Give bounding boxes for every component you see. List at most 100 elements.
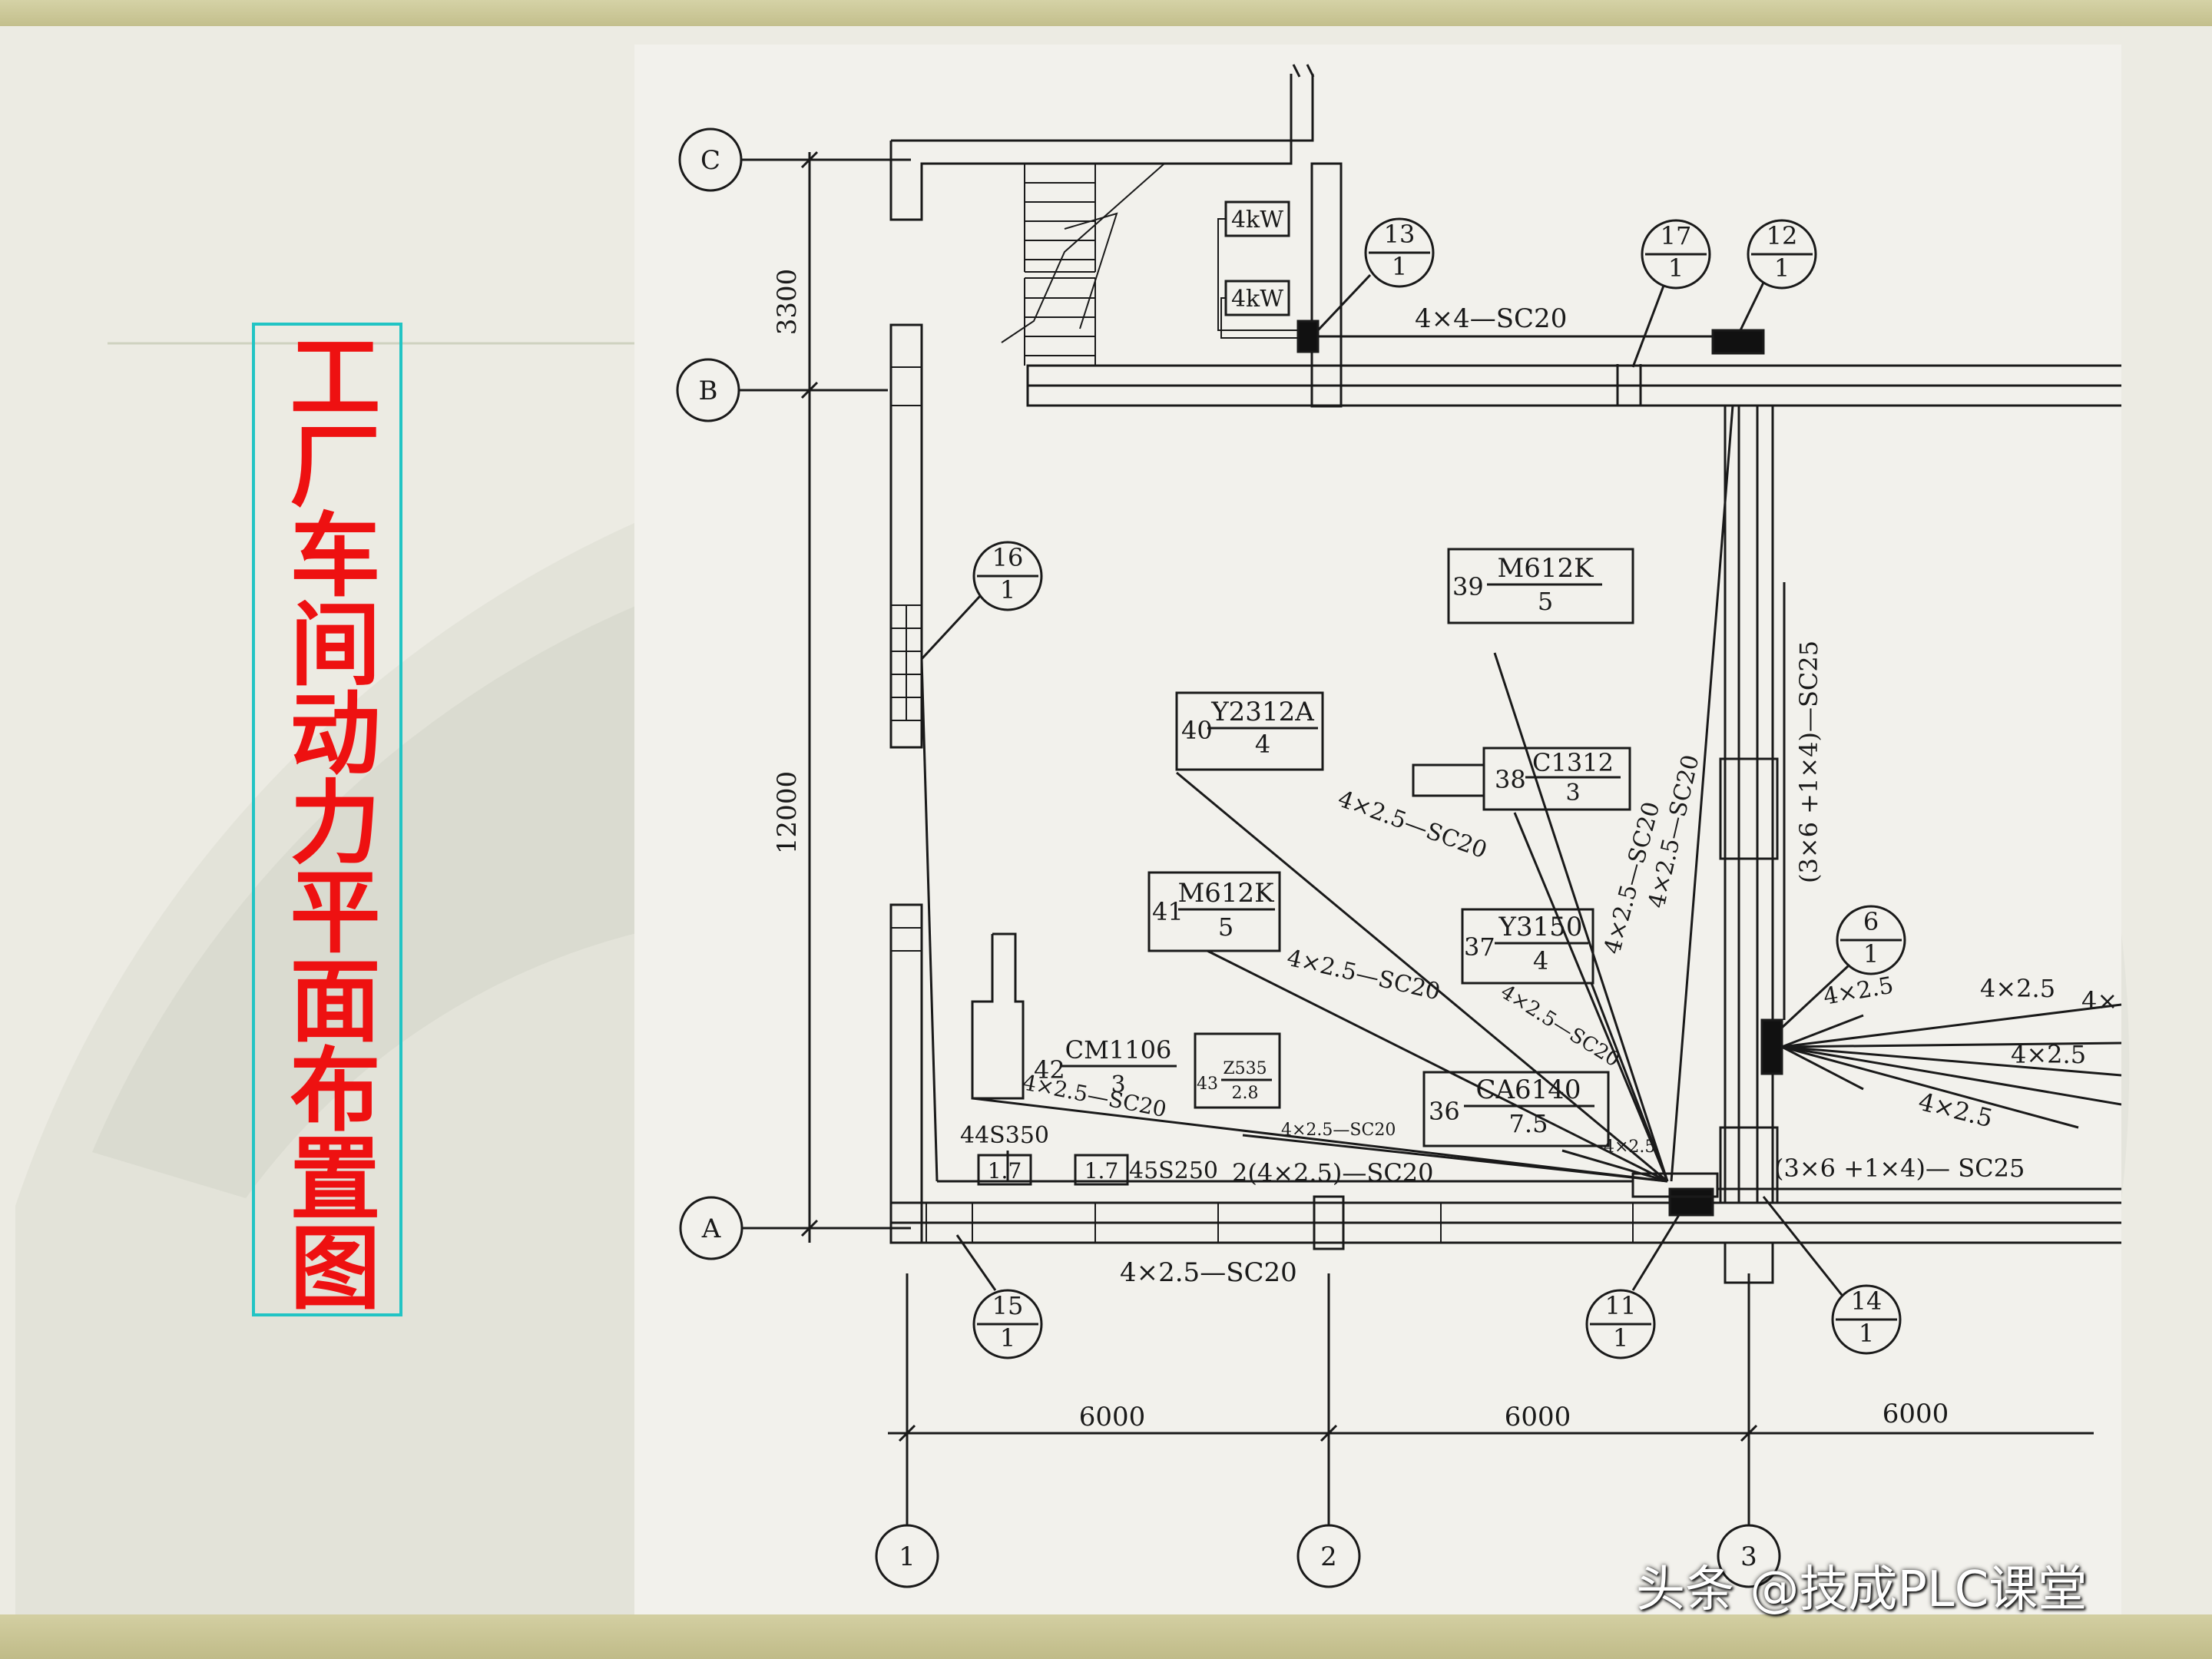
- svg-text:3: 3: [1565, 780, 1580, 806]
- dim-6000-a: 6000: [1079, 1402, 1146, 1432]
- cable-40: 4×2.5—SC20: [1334, 786, 1490, 865]
- machine-37: 37 Y3150 4: [1461, 908, 1594, 985]
- svg-text:4: 4: [1255, 730, 1270, 759]
- svg-text:38: 38: [1495, 765, 1526, 794]
- box-11-outline: [1631, 1172, 1719, 1198]
- drawing-panel: C B A 1 2 3 3300 12000 6000 6000: [634, 45, 2121, 1614]
- box-12-symbol: [1711, 329, 1765, 355]
- svg-text:3: 3: [1740, 1541, 1757, 1572]
- axis-b-bubble: B: [676, 358, 740, 422]
- cable-42: 4×2.5—SC20: [1021, 1069, 1169, 1122]
- building-walls: [889, 64, 2121, 1284]
- cable-top-feed: 4×4—SC20: [1415, 303, 1567, 334]
- axis-c-bubble: C: [678, 127, 743, 192]
- cable-right-sc25: (3×6 +1×4)— SC25: [1774, 1154, 2025, 1183]
- svg-text:2.8: 2.8: [1232, 1084, 1259, 1103]
- svg-text:M612K: M612K: [1177, 878, 1274, 909]
- svg-text:3: 3: [1111, 1071, 1125, 1098]
- svg-text:7.5: 7.5: [1509, 1109, 1548, 1138]
- axis-2-bubble: 2: [1296, 1524, 1361, 1588]
- box-6-symbol: [1760, 1018, 1783, 1075]
- box-13-symbol: [1296, 320, 1320, 353]
- machine-41: 41 M612K 5: [1147, 871, 1281, 952]
- power-layout-plan: C B A 1 2 3 3300 12000 6000 6000: [676, 64, 2121, 1588]
- svg-text:40: 40: [1181, 716, 1213, 745]
- svg-text:12: 12: [1767, 221, 1798, 250]
- cable-44-45: 2(4×2.5)—SC20: [1232, 1158, 1434, 1187]
- svg-text:CA6140: CA6140: [1475, 1075, 1581, 1105]
- svg-text:43: 43: [1197, 1075, 1218, 1094]
- axis-1-bubble: 1: [875, 1524, 939, 1588]
- svg-text:16: 16: [992, 543, 1024, 572]
- svg-text:42: 42: [1034, 1055, 1065, 1084]
- svg-text:C: C: [700, 145, 720, 176]
- panel-15-bubble: 15 1: [955, 1234, 1043, 1359]
- svg-text:1: 1: [1859, 1319, 1874, 1348]
- cable-43: 4×2.5—SC20: [1281, 1121, 1396, 1140]
- panel-14-bubble: 14 1: [1762, 1196, 1902, 1355]
- svg-text:5: 5: [1538, 587, 1553, 616]
- title-box: 工厂车间动力平面布置图: [252, 323, 402, 1316]
- kw-box-lower: 4kW: [1224, 280, 1290, 316]
- svg-text:1: 1: [1863, 939, 1879, 969]
- cable-36: 4×2.5: [1604, 1137, 1655, 1157]
- svg-text:39: 39: [1452, 572, 1484, 601]
- svg-text:1.7: 1.7: [988, 1158, 1022, 1184]
- panel-16-bubble: 16 1: [920, 541, 1043, 661]
- cable-r2: 4×2.5: [1980, 974, 2055, 1003]
- box-11-symbol: [1668, 1187, 1714, 1217]
- svg-text:41: 41: [1152, 897, 1184, 926]
- svg-text:1: 1: [899, 1541, 916, 1572]
- svg-text:1: 1: [1668, 253, 1684, 283]
- svg-text:4kW: 4kW: [1231, 207, 1283, 233]
- svg-text:11: 11: [1605, 1291, 1637, 1320]
- svg-text:B: B: [699, 376, 718, 406]
- svg-text:5: 5: [1218, 912, 1233, 942]
- panel-17-bubble: 17 1: [1631, 219, 1711, 368]
- panel-13-bubble: 13 1: [1316, 217, 1435, 332]
- dim-12000: 12000: [772, 771, 803, 854]
- cable-41: 4×2.5—SC20: [1284, 945, 1442, 1006]
- cable-r1: 4×2.5: [1821, 972, 1896, 1010]
- svg-text:6: 6: [1863, 907, 1879, 936]
- svg-text:M612K: M612K: [1497, 553, 1594, 584]
- dim-6000-c: 6000: [1883, 1399, 1949, 1429]
- svg-text:1: 1: [1000, 575, 1015, 604]
- cable-vertical-sc25: (3×6 +1×4)—SC25: [1794, 641, 1823, 883]
- svg-text:17: 17: [1661, 221, 1692, 250]
- svg-text:1.7: 1.7: [1084, 1158, 1119, 1184]
- svg-text:Z535: Z535: [1223, 1059, 1267, 1078]
- machine-43: 43 Z535 2.8: [1194, 1032, 1281, 1109]
- cable-37: 4×2.5—SC20: [1496, 980, 1624, 1071]
- panel-6-bubble: 6 1: [1780, 905, 1906, 1029]
- svg-text:14: 14: [1851, 1286, 1883, 1316]
- cable-r3: 4×: [2081, 986, 2118, 1015]
- watermark: 头条 @技成PLC课堂: [1636, 1561, 2088, 1618]
- svg-text:C1312: C1312: [1532, 748, 1614, 777]
- svg-text:44S350: 44S350: [960, 1122, 1049, 1149]
- svg-text:4: 4: [1533, 946, 1548, 975]
- vertical-dimension: [800, 151, 819, 1243]
- svg-text:1: 1: [1613, 1323, 1628, 1353]
- svg-text:1: 1: [1000, 1323, 1015, 1353]
- machine-42: 42 CM1106 3: [971, 932, 1177, 1100]
- svg-text:4kW: 4kW: [1231, 286, 1283, 313]
- cable-bottom: 4×2.5—SC20: [1120, 1257, 1297, 1288]
- svg-text:13: 13: [1384, 220, 1416, 249]
- machine-44: 44S350 1.7: [960, 1122, 1049, 1186]
- svg-text:15: 15: [992, 1291, 1024, 1320]
- svg-text:2: 2: [1320, 1541, 1337, 1572]
- top-decor-band: [0, 0, 2212, 26]
- svg-text:37: 37: [1464, 932, 1495, 962]
- svg-text:45S250: 45S250: [1129, 1157, 1218, 1184]
- svg-text:36: 36: [1429, 1097, 1460, 1126]
- panel-11-bubble: 11 1: [1585, 1214, 1681, 1359]
- machine-39: 39 M612K 5: [1447, 548, 1634, 624]
- panel-12-bubble: 12 1: [1739, 219, 1817, 331]
- svg-text:CM1106: CM1106: [1065, 1035, 1172, 1065]
- axis-a-bubble: A: [679, 1196, 743, 1260]
- machine-40: 40 Y2312A 4: [1175, 691, 1324, 771]
- horizontal-dimension: [888, 1424, 2094, 1442]
- svg-text:Y2312A: Y2312A: [1210, 697, 1314, 727]
- dim-3300: 3300: [772, 269, 803, 336]
